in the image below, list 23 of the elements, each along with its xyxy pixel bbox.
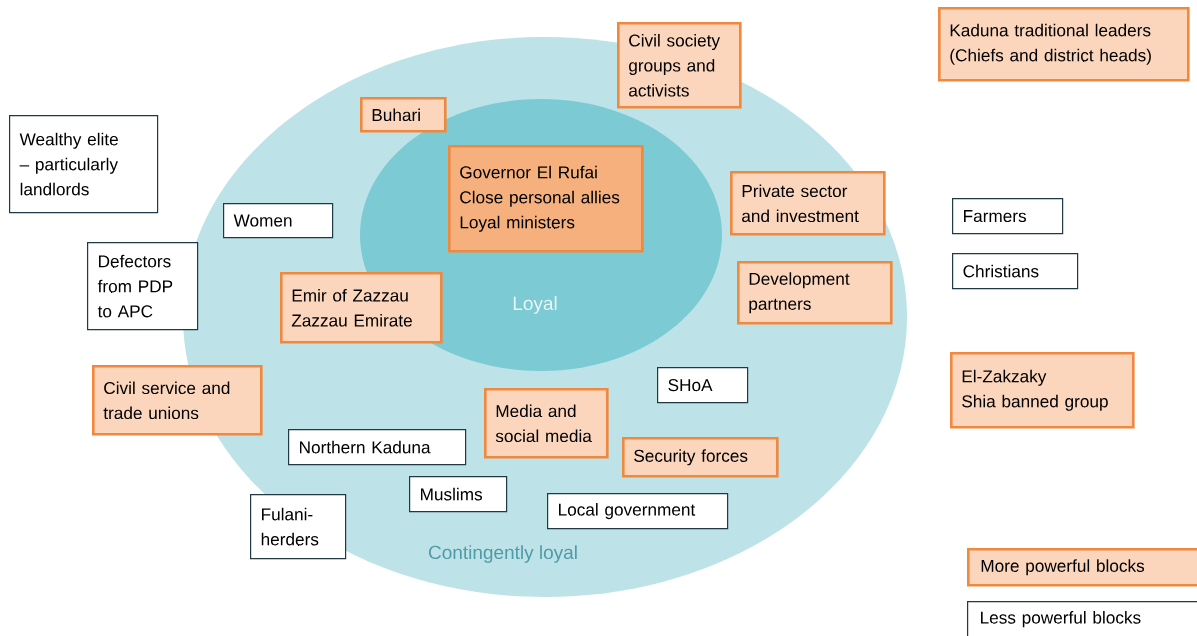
block-box: Governor El Rufai Close personal allies Loyal ministers: [448, 145, 644, 253]
block-box: Development partners: [737, 261, 893, 325]
block-box: Northern Kaduna: [288, 429, 467, 466]
block-box: Media and social media: [484, 388, 609, 459]
block-box: Defectors from PDP to APC: [87, 242, 199, 331]
block-box: Women: [223, 203, 334, 239]
legend-item: Less powerful blocks: [967, 601, 1197, 636]
block-box: Private sector and investment: [730, 171, 886, 236]
block-box: SHoA: [657, 367, 749, 404]
block-box: Buhari: [360, 97, 447, 133]
block-box: Civil society groups and activists: [617, 22, 742, 109]
block-box: Christians: [952, 253, 1079, 290]
block-box: Local government: [547, 493, 729, 530]
block-box: Emir of Zazzau Zazzau Emirate: [280, 272, 443, 344]
block-box: Kaduna traditional leaders (Chiefs and district heads): [938, 7, 1190, 82]
block-box: Wealthy elite – particularly landlords: [9, 115, 159, 214]
block-box: Fulani-herders: [250, 494, 347, 560]
block-box: Farmers: [952, 198, 1064, 235]
legend-item: More powerful blocks: [967, 548, 1197, 587]
block-box: Civil service and trade unions: [92, 365, 263, 436]
block-box: Security forces: [622, 437, 779, 478]
block-box: Muslims: [409, 476, 508, 513]
block-box: El-Zakzaky Shia banned group: [950, 352, 1135, 429]
